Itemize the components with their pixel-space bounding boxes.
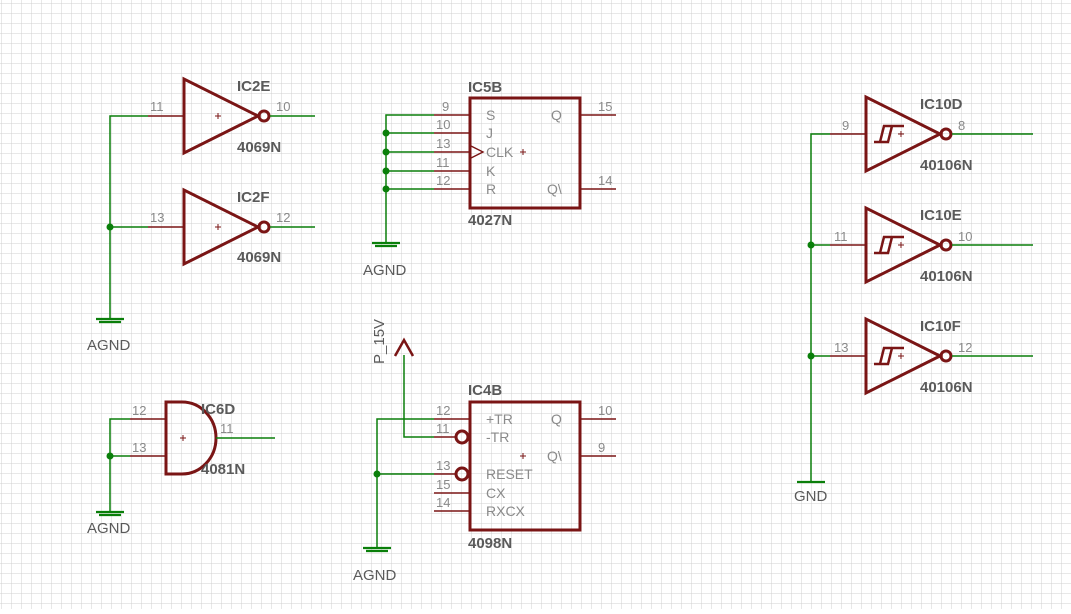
- ic4b-sig-q: Q: [551, 411, 562, 427]
- ic2e-pin-in: 11: [150, 99, 164, 114]
- ic2f-pin-out: 12: [276, 210, 290, 225]
- ic5b-sig-j: J: [486, 125, 493, 141]
- ic4b-pin-ntr: 11: [436, 421, 450, 436]
- gate-ic10d[interactable]: 9 8 IC10D 40106N: [830, 94, 1033, 174]
- ic4b-pin-rxcx: 14: [436, 495, 450, 510]
- ic5b-pin-j: 10: [436, 117, 450, 132]
- ic6d-pin-out: 11: [220, 421, 234, 436]
- ic10d-pin-out: 8: [958, 118, 965, 133]
- agnd-label-3: AGND: [363, 262, 407, 279]
- ic10f-ref: IC10F: [920, 318, 961, 335]
- ic10d-ref: IC10D: [920, 96, 963, 113]
- ic10e-pin-out: 10: [958, 229, 972, 244]
- ic5b-sig-qn: Q\: [547, 181, 562, 197]
- ic6d-pin-b: 13: [132, 440, 146, 455]
- ic5b-flipflop[interactable]: 9 10 13 11 12 15 14 S J CLK K R Q Q\ IC5…: [434, 79, 616, 229]
- ic4b-sig-ptr: +TR: [486, 411, 513, 427]
- ic2f-value: 4069N: [237, 249, 281, 266]
- ic4b-pin-ptr: 12: [436, 403, 450, 418]
- ic4b-pin-q: 10: [598, 403, 612, 418]
- net-agnd-ic4b[interactable]: AGND: [353, 418, 434, 584]
- ic10d-value: 40106N: [920, 157, 973, 174]
- ic10e-pin-in: 11: [834, 229, 848, 244]
- ic6d-value: 4081N: [201, 461, 245, 478]
- ic4b-sig-reset: RESET: [486, 466, 533, 482]
- agnd-label-4: AGND: [353, 567, 397, 584]
- ic4b-pin-reset: 13: [436, 458, 450, 473]
- agnd-label-1: AGND: [87, 337, 131, 354]
- ic2f-ref: IC2F: [237, 189, 270, 206]
- ic5b-sig-s: S: [486, 107, 495, 123]
- net-gnd-right[interactable]: GND: [794, 133, 830, 505]
- gate-ic10e[interactable]: 11 10 IC10E 40106N: [830, 205, 1033, 285]
- gate-ic2f[interactable]: 13 12 IC2F 4069N: [148, 187, 315, 267]
- ic4b-pin-qn: 9: [598, 440, 605, 455]
- ic5b-pin-r: 12: [436, 173, 450, 188]
- ic5b-value: 4027N: [468, 212, 512, 229]
- ic4b-ref: IC4B: [468, 382, 502, 399]
- gnd-label: GND: [794, 488, 828, 505]
- ic5b-pin-qn: 14: [598, 173, 612, 188]
- ic5b-pin-clk: 13: [436, 136, 450, 151]
- ic10f-value: 40106N: [920, 379, 973, 396]
- ic10e-ref: IC10E: [920, 207, 962, 224]
- net-agnd-ic5b[interactable]: AGND: [363, 114, 434, 279]
- ic10d-pin-in: 9: [842, 118, 849, 133]
- ic6d-ref: IC6D: [201, 401, 235, 418]
- ic10f-pin-in: 13: [834, 340, 848, 355]
- ic5b-ref: IC5B: [468, 79, 502, 96]
- ic5b-pin-k: 11: [436, 155, 450, 170]
- net-agnd-and[interactable]: AGND: [87, 418, 131, 537]
- agnd-label-2: AGND: [87, 520, 131, 537]
- ic10f-pin-out: 12: [958, 340, 972, 355]
- gate-ic6d[interactable]: 12 13 11 IC6D 4081N: [130, 400, 275, 478]
- ic5b-pin-q: 15: [598, 99, 612, 114]
- ic4b-pin-cx: 15: [436, 477, 450, 492]
- ic10e-value: 40106N: [920, 268, 973, 285]
- ic2e-ref: IC2E: [237, 78, 270, 95]
- net-p15v[interactable]: P_15V: [371, 319, 434, 438]
- ic2e-value: 4069N: [237, 139, 281, 156]
- ic4b-monostable[interactable]: 12 11 13 15 14 10 9 +TR -TR RESET CX RXC…: [434, 382, 616, 552]
- ic5b-sig-r: R: [486, 181, 496, 197]
- net-agnd-left[interactable]: AGND: [87, 115, 148, 354]
- ic4b-sig-cx: CX: [486, 485, 506, 501]
- ic4b-sig-qn: Q\: [547, 448, 562, 464]
- ic5b-sig-clk: CLK: [486, 144, 514, 160]
- ic6d-pin-a: 12: [132, 403, 146, 418]
- ic5b-sig-q: Q: [551, 107, 562, 123]
- ic4b-sig-ntr: -TR: [486, 429, 509, 445]
- p15v-label: P_15V: [371, 319, 388, 364]
- ic5b-sig-k: K: [486, 163, 496, 179]
- gate-ic10f[interactable]: 13 12 IC10F 40106N: [830, 316, 1033, 396]
- ic2e-pin-out: 10: [276, 99, 290, 114]
- ic4b-sig-rxcx: RXCX: [486, 503, 526, 519]
- ic4b-value: 4098N: [468, 535, 512, 552]
- ic5b-pin-s: 9: [442, 99, 449, 114]
- ic2f-pin-in: 13: [150, 210, 164, 225]
- gate-ic2e[interactable]: 11 10 IC2E 4069N: [148, 76, 315, 156]
